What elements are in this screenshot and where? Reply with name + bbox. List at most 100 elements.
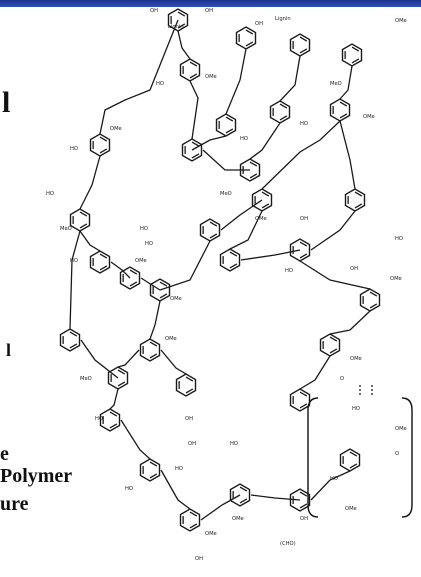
atom-label: HO [145,241,153,247]
atom-label: OMe [205,531,217,537]
atom-label: O [395,451,399,457]
atom-label: MeO [330,81,342,87]
atom-label: OMe [350,356,362,362]
bond [160,349,187,375]
atom-label: OMe [205,74,217,80]
bond [189,80,199,140]
double-bond [329,336,338,342]
atom-label: (CHO) [280,541,296,547]
double-bond [339,101,348,107]
atom-label: OMe [170,296,182,302]
bond [310,210,356,251]
double-bond [109,411,118,417]
benzene-ring [179,508,201,532]
double-bond [185,388,194,394]
text-line-2: Polymer [0,465,73,487]
double-bond [191,141,200,147]
double-bond [351,58,360,64]
benzene-ring [59,328,81,352]
atom-label: OMe [395,18,407,24]
double-bond [209,221,218,227]
bond [149,300,161,340]
atom-label: HO [70,258,78,264]
atom-label: OH [188,441,196,447]
bond [120,419,151,460]
bond [160,469,191,510]
double-bond [225,128,234,134]
double-bond [329,348,338,354]
bond [329,310,371,335]
bond [339,65,353,100]
double-bond [149,461,158,467]
bond [110,261,131,279]
atom-label: HO [46,191,54,197]
atom-label: OMe [232,516,244,522]
double-bond [249,173,258,179]
benzene-ring [89,250,111,274]
atom-label: OMe [390,276,402,282]
bond [250,494,301,501]
double-bond [299,403,308,409]
double-bond [79,211,88,217]
atom-label: Lignin [275,16,291,22]
bracket-left [307,397,319,518]
double-bond [117,369,126,375]
double-bond [209,233,218,239]
double-bond [109,423,118,429]
double-bond [339,113,348,119]
atom-label: HO [330,476,338,482]
text-line-1: e [0,443,9,465]
dashed-bond [359,385,373,395]
double-bond [261,203,270,209]
bond [225,48,247,115]
double-bond [99,265,108,271]
double-bond [99,253,108,259]
bond [79,155,101,210]
double-bond [189,73,198,79]
double-bond [245,41,254,47]
atom-label: HO [300,121,308,127]
double-bond [99,136,108,142]
text-line-3: ure [0,493,29,515]
bond [79,230,101,252]
atom-label: OH [300,516,308,522]
atom-label: MeO [60,226,72,232]
bond [140,277,161,291]
double-bond [191,153,200,159]
double-bond [185,376,194,382]
atom-label: HO [285,268,293,274]
double-bond [369,291,378,297]
bond [159,240,211,291]
atom-label: HO [395,236,403,242]
double-bond [354,203,363,209]
bond [249,122,281,160]
double-bond [177,11,186,17]
benzene-ring [239,158,261,182]
double-bond [69,343,78,349]
bond [279,55,301,102]
double-bond [117,381,126,387]
bond [117,349,140,368]
atom-label: HO [352,406,360,412]
atom-label: HO [95,416,103,422]
double-bond [299,391,308,397]
atom-label: OMe [363,114,375,120]
double-bond [189,61,198,67]
atom-label: OH [150,8,158,14]
double-bond [159,281,168,287]
bond [299,355,331,390]
double-bond [149,353,158,359]
bond [339,120,356,190]
double-bond [369,303,378,309]
atom-label: MeO [220,191,232,197]
benzene-ring [139,338,161,362]
atom-label: HO [230,441,238,447]
atom-label: OH [205,8,213,14]
text-fragment-top: l [2,86,11,119]
double-bond [159,293,168,299]
header-bar [0,0,421,7]
bond [99,19,179,135]
double-bond [229,251,238,257]
atom-label: HO [125,486,133,492]
double-bond [299,491,308,497]
